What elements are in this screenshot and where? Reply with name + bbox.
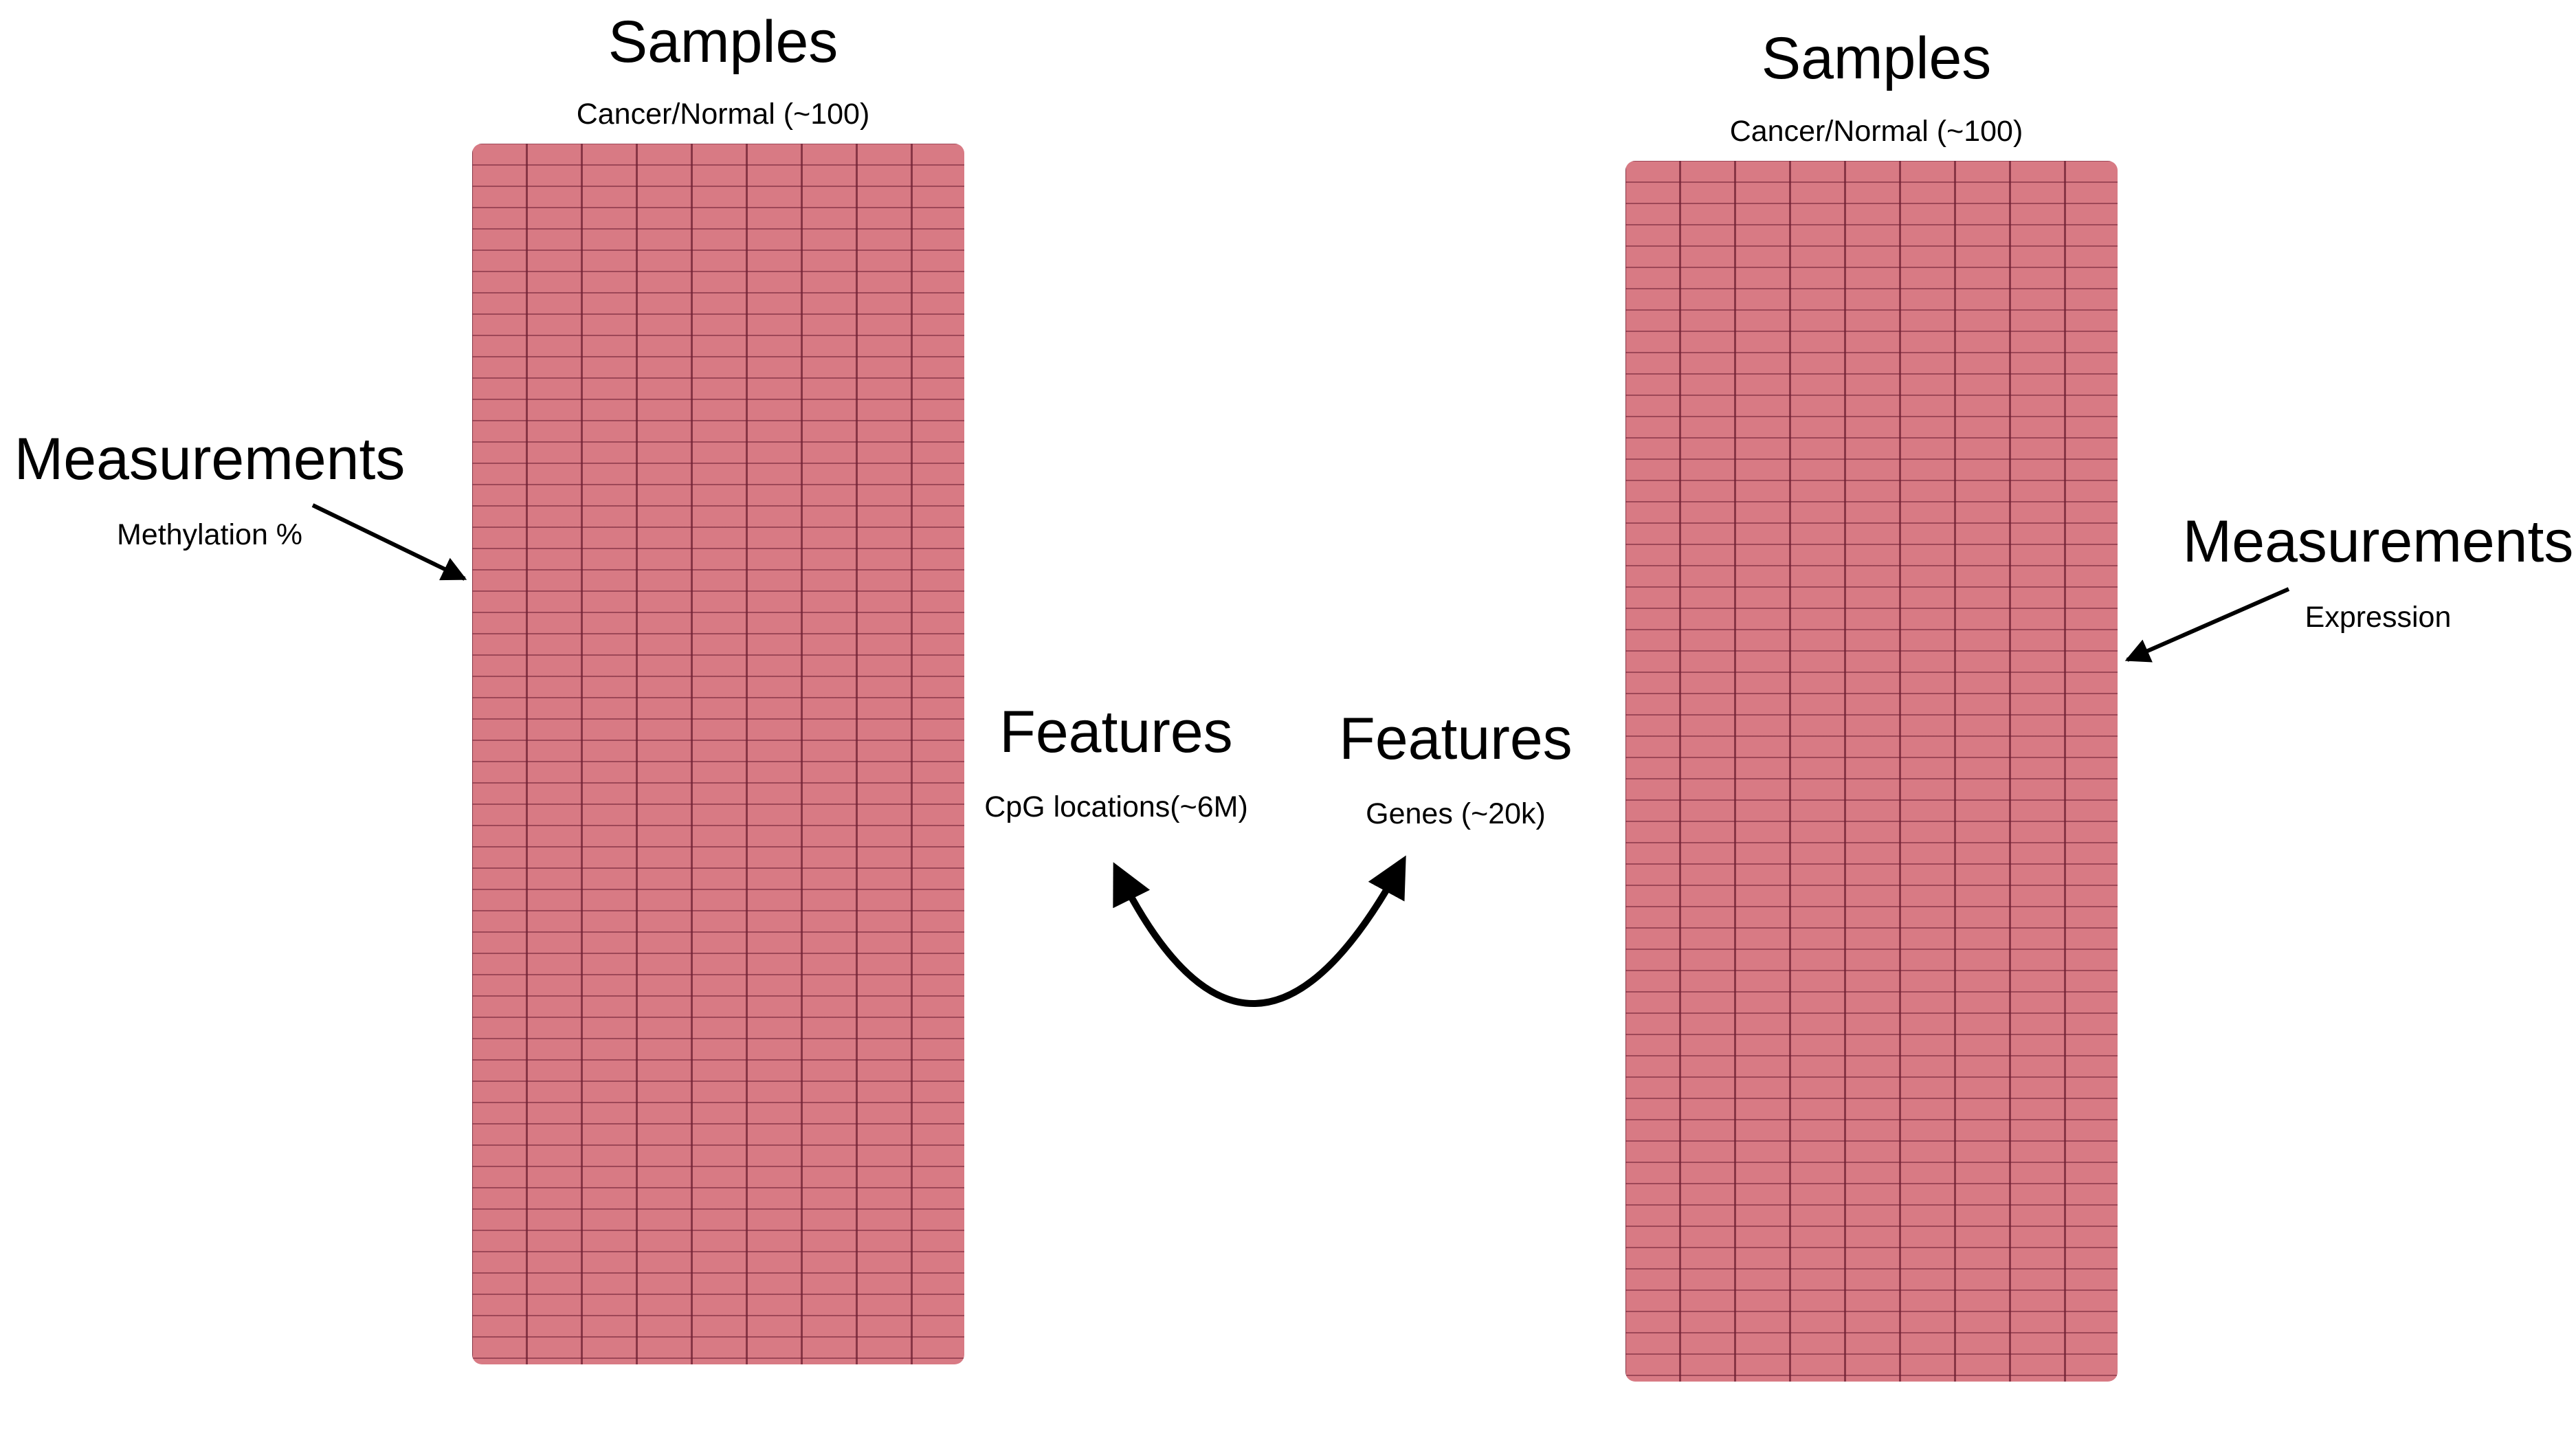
left-samples-title: Samples: [608, 9, 839, 75]
right-data-matrix: [1625, 161, 2118, 1382]
right-measurements-title: Measurements: [2182, 509, 2574, 575]
right-samples-subtitle: Cancer/Normal (~100): [1729, 115, 2023, 148]
right-samples-title: Samples: [1761, 25, 1992, 91]
left-measurements-arrow-icon: [311, 503, 467, 581]
left-measurements-title: Measurements: [14, 426, 406, 492]
right-measurements-subtitle: Expression: [2305, 601, 2452, 634]
left-measurements-subtitle: Methylation %: [116, 518, 303, 551]
right-features-title: Features: [1339, 706, 1573, 772]
left-data-matrix: [472, 144, 964, 1364]
left-samples-subtitle: Cancer/Normal (~100): [576, 98, 870, 131]
left-features-title: Features: [999, 699, 1233, 765]
right-measurements-arrow-icon: [2124, 587, 2290, 663]
left-features-subtitle: CpG locations(~6M): [984, 790, 1248, 823]
right-features-subtitle: Genes (~20k): [1366, 797, 1546, 830]
double-headed-curved-arrow-icon: [1113, 855, 1406, 1007]
